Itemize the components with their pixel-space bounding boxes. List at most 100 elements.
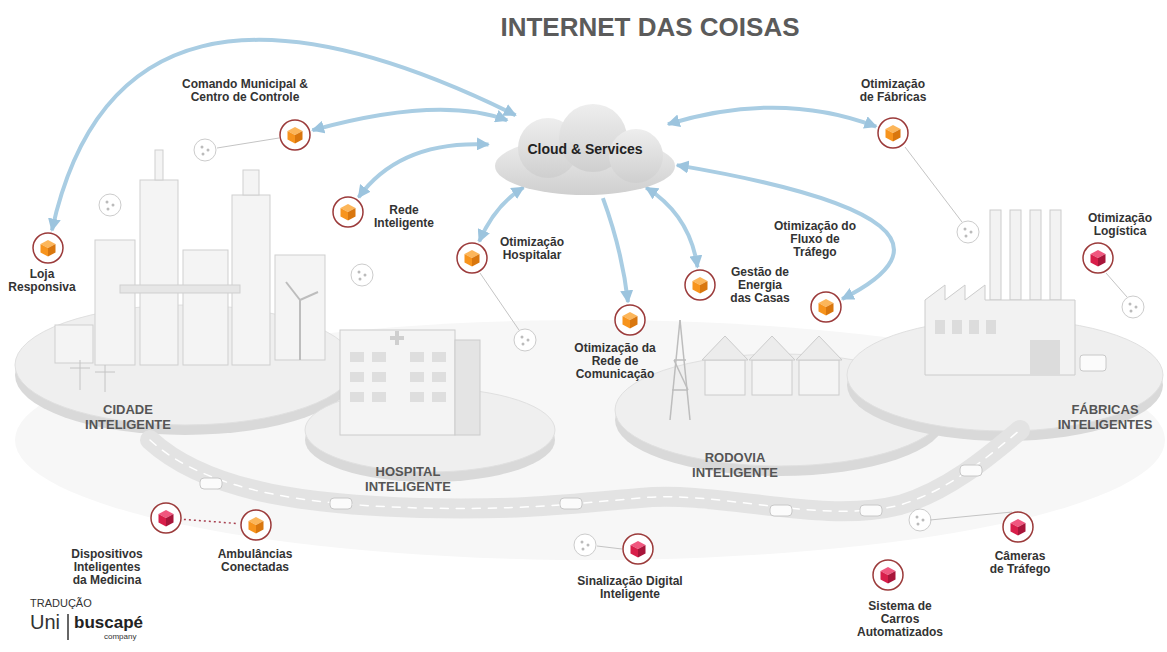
- illustration-part: [672, 389, 688, 391]
- illustration-part: [796, 336, 842, 360]
- illustration-part: [957, 221, 979, 243]
- illustration-part: [207, 149, 210, 152]
- illustration-part: [693, 281, 701, 294]
- illustration-part: [930, 512, 1012, 520]
- illustration-part: [33, 233, 63, 263]
- icon-node: Otimização Logística: [1082, 242, 1114, 274]
- connector-arrow: [184, 519, 238, 523]
- illustration-part: [333, 197, 363, 227]
- illustration-part: [243, 170, 259, 195]
- illustration-part: [860, 505, 882, 516]
- illustration-part: [969, 320, 979, 334]
- icon-circle: [279, 119, 311, 151]
- illustration-part: [95, 240, 135, 365]
- illustration-part: [581, 541, 584, 544]
- illustration-part: [964, 228, 967, 231]
- illustration-part: [457, 243, 487, 273]
- illustration-part: [299, 300, 301, 360]
- illustration-part: [917, 523, 920, 526]
- illustration-part: [1130, 310, 1133, 313]
- illustration-part: [410, 352, 424, 362]
- illustration-part: [1011, 523, 1019, 536]
- illustration-part: [574, 534, 596, 556]
- icon-node: Otimização da Rede de Comunicação: [614, 304, 646, 336]
- illustration-part: [925, 285, 1075, 375]
- illustration-part: [674, 360, 688, 390]
- credit-text: TRADUÇÃO: [30, 597, 92, 610]
- illustration-part: [194, 139, 216, 161]
- illustration-part: [348, 208, 356, 221]
- illustration-part: [70, 368, 90, 369]
- icon-circle: [240, 509, 272, 541]
- connector-arrow: [603, 198, 628, 302]
- illustration-part: [410, 392, 424, 402]
- illustration-part: [372, 352, 386, 362]
- illustration-part: [351, 264, 373, 286]
- illustration-part: [107, 208, 110, 211]
- icon-circle: [684, 269, 716, 301]
- illustration-part: [952, 320, 962, 334]
- illustration-part: [455, 340, 480, 435]
- illustration-part: [241, 510, 271, 540]
- icon-node: Otimização do Fluxo de Tráfego: [810, 291, 842, 323]
- illustration-part: [395, 331, 399, 345]
- illustration-part: [201, 146, 204, 149]
- illustration-part: [909, 509, 931, 531]
- leader-lines: [217, 138, 1127, 549]
- illustration-part: [522, 343, 525, 346]
- illustration-part: [1030, 210, 1041, 300]
- illustration-part: [1080, 355, 1106, 371]
- illustration-part: [295, 131, 303, 144]
- icon-label: Otimização do Fluxo de Tráfego: [769, 220, 861, 259]
- illustration-part: [826, 303, 834, 316]
- illustration-part: [752, 360, 792, 395]
- illustration-part: [183, 250, 228, 365]
- connector-arrow: [668, 108, 876, 127]
- illustration-part: [249, 521, 257, 534]
- illustration-part: [150, 430, 1020, 511]
- illustration-part: [1030, 340, 1060, 375]
- illustration-part: [120, 285, 240, 293]
- illustration-part: [359, 278, 362, 281]
- illustration-part: [878, 118, 908, 148]
- factory-building: [925, 210, 1075, 375]
- illustration-part: [350, 392, 364, 402]
- connector-arrow: [52, 40, 516, 231]
- icon-node: Otimização Hospitalar: [456, 242, 488, 274]
- icon-circle: [810, 291, 842, 323]
- logo-divider: [68, 614, 69, 640]
- illustration-part: [630, 316, 638, 329]
- icon-label: Otimização Logística: [1082, 212, 1158, 238]
- illustration-part: [811, 292, 841, 322]
- zone-label: FÁBRICAS INTELIGENTES: [1053, 402, 1157, 432]
- zone-label: HOSPITAL INTELIGENTE: [353, 464, 463, 494]
- illustration-part: [300, 292, 318, 300]
- illustration-part: [150, 430, 1020, 511]
- illustration-part: [1018, 523, 1026, 536]
- connector-arrow: [312, 110, 507, 130]
- icon-label: Otimização da Rede de Comunicação: [570, 342, 660, 381]
- logo-text: Uni: [30, 611, 60, 634]
- illustration-part: [922, 519, 925, 522]
- illustration-part: [99, 194, 121, 216]
- illustration-part: [288, 131, 296, 144]
- illustration-part: [631, 545, 639, 558]
- connector-arrow: [359, 144, 489, 197]
- connector-arrow: [646, 188, 697, 268]
- illustration-part: [990, 210, 1001, 300]
- icon-label: Otimização de Fábricas: [853, 78, 933, 104]
- illustration-part: [819, 303, 827, 316]
- illustration-part: [799, 360, 839, 395]
- icon-label: Sistema de Carros Automatizados: [852, 600, 948, 639]
- icon-circle: [622, 533, 654, 565]
- illustration-part: [106, 146, 1138, 551]
- illustration-part: [350, 352, 364, 362]
- illustration-part: [41, 244, 49, 257]
- icon-node: Rede Inteligente: [332, 196, 364, 228]
- illustration-part: [881, 571, 889, 584]
- illustration-part: [597, 546, 622, 549]
- illustration-part: [905, 147, 962, 222]
